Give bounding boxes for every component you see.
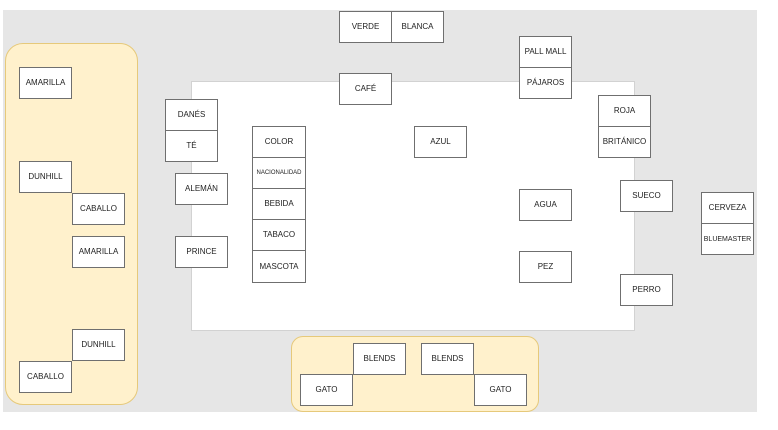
card-roja[interactable]: ROJA	[598, 95, 651, 127]
card-agua[interactable]: AGUA	[519, 189, 572, 221]
card-bottom-blends-1[interactable]: BLENDS	[353, 343, 406, 375]
card-left-caballo-2[interactable]: CABALLO	[19, 361, 72, 393]
card-bottom-gato-1[interactable]: GATO	[300, 374, 353, 406]
card-cerveza[interactable]: CERVEZA	[701, 192, 754, 224]
card-left-dunhill-2[interactable]: DUNHILL	[72, 329, 125, 361]
card-britanico[interactable]: BRITÁNICO	[598, 126, 651, 158]
attribute-nacionalidad: NACIONALIDAD	[252, 157, 306, 189]
card-left-caballo-1[interactable]: CABALLO	[72, 193, 125, 225]
attribute-tabaco: TABACO	[252, 219, 306, 251]
card-aleman[interactable]: ALEMÁN	[175, 173, 228, 205]
card-prince[interactable]: PRINCE	[175, 236, 228, 268]
card-te[interactable]: TÉ	[165, 130, 218, 162]
card-pall-mall[interactable]: PALL MALL	[519, 36, 572, 68]
card-azul[interactable]: AZUL	[414, 126, 467, 158]
card-danes[interactable]: DANÉS	[165, 99, 218, 131]
card-left-amarilla-1[interactable]: AMARILLA	[19, 67, 72, 99]
card-bottom-blends-2[interactable]: BLENDS	[421, 343, 474, 375]
card-cafe[interactable]: CAFÉ	[339, 73, 392, 105]
card-perro[interactable]: PERRO	[620, 274, 673, 306]
card-blanca[interactable]: BLANCA	[391, 11, 444, 43]
card-sueco[interactable]: SUECO	[620, 180, 673, 212]
attribute-color: COLOR	[252, 126, 306, 158]
card-bottom-gato-2[interactable]: GATO	[474, 374, 527, 406]
attribute-mascota: MASCOTA	[252, 250, 306, 283]
card-pajaros[interactable]: PÁJAROS	[519, 67, 572, 99]
card-pez[interactable]: PEZ	[519, 251, 572, 283]
card-verde[interactable]: VERDE	[339, 11, 392, 43]
card-left-amarilla-2[interactable]: AMARILLA	[72, 236, 125, 268]
card-bluemaster[interactable]: BLUEMASTER	[701, 223, 754, 255]
card-left-dunhill-1[interactable]: DUNHILL	[19, 161, 72, 193]
attribute-bebida: BEBIDA	[252, 188, 306, 220]
